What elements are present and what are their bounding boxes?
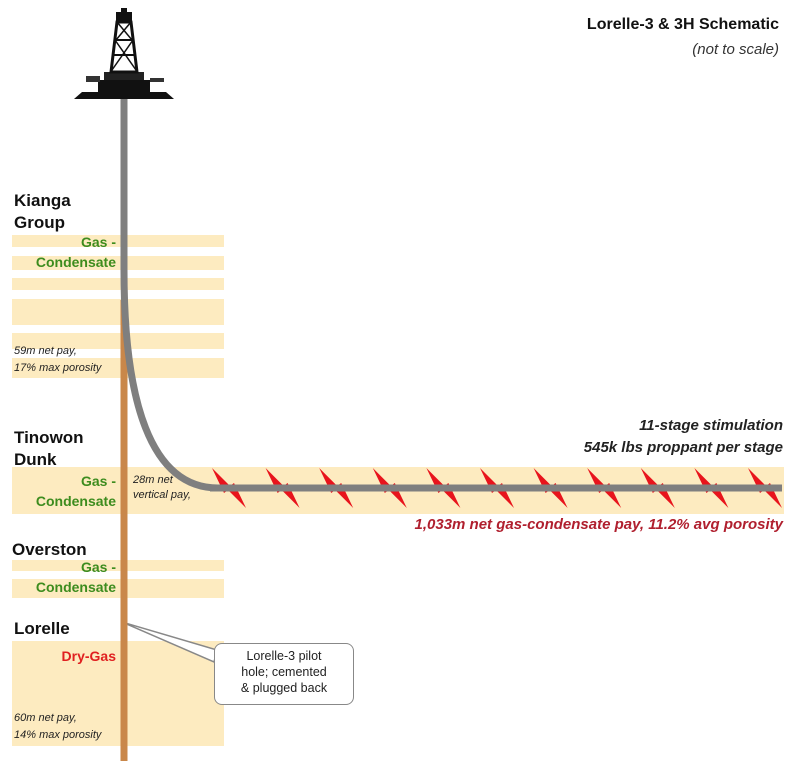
kianga-note-line1: 59m net pay,	[14, 345, 77, 357]
tinowon-fluid-line1: Gas -	[80, 473, 116, 489]
overston-fluid-line2: Condensate	[35, 579, 116, 595]
tinowon-name-line1: Tinowon	[14, 428, 84, 447]
frac-stages	[210, 468, 782, 508]
overston-pay-band-2	[12, 579, 224, 598]
kianga-group-label: Kianga Group	[14, 190, 71, 234]
drilling-rig-icon	[74, 8, 174, 99]
overston-fluid-label: Gas - Condensate	[36, 557, 116, 597]
kianga-fluid-label: Gas - Condensate	[36, 232, 116, 272]
callout-line2: hole; cemented	[241, 665, 327, 679]
lorelle-note-line2: 14% max porosity	[14, 729, 102, 741]
kianga-fluid-line2: Condensate	[35, 254, 116, 270]
kianga-pay-note: 59m net pay, 17% max porosity	[14, 343, 101, 377]
tinowon-pay-note: 28m net vertical pay,	[133, 473, 191, 503]
tinowon-fluid-line2: Condensate	[35, 493, 116, 509]
overston-group-label: Overston	[12, 540, 87, 559]
kianga-pay-band-2	[12, 256, 224, 270]
overston-fluid-line1: Gas -	[80, 559, 116, 575]
stimulation-label: 11-stage stimulation 545k lbs proppant p…	[584, 415, 783, 459]
lorelle-note-line1: 60m net pay,	[14, 712, 77, 724]
callout-pointer	[121, 621, 218, 664]
tinowon-name-line2: Dunk	[14, 450, 57, 469]
kianga-pay-band-4	[12, 299, 224, 325]
callout-line1: Lorelle-3 pilot	[246, 649, 322, 663]
kianga-name-line2: Group	[14, 213, 65, 232]
stimulation-line1: 11-stage stimulation	[639, 417, 783, 434]
tinowon-group-label: Tinowon Dunk	[14, 427, 84, 471]
schematic-title: Lorelle-3 & 3H Schematic	[586, 16, 779, 33]
callout-line3: & plugged back	[240, 681, 328, 695]
kianga-pay-band-6	[12, 358, 224, 378]
pilot-hole-callout: Lorelle-3 pilot hole; cemented & plugged…	[214, 643, 354, 705]
scale-note: (not to scale)	[692, 41, 779, 58]
tinowon-note-line1: 28m net	[133, 474, 173, 486]
lorelle-pay-note: 60m net pay, 14% max porosity	[14, 710, 101, 744]
kianga-note-line2: 17% max porosity	[14, 362, 102, 374]
lateral-pay-label: 1,033m net gas-condensate pay, 11.2% avg…	[414, 516, 783, 533]
kianga-pay-band-1	[12, 235, 224, 247]
tinowon-note-line2: vertical pay,	[133, 489, 191, 501]
lorelle-group-label: Lorelle	[14, 619, 70, 638]
kianga-fluid-line1: Gas -	[80, 234, 116, 250]
stimulation-line2: 545k lbs proppant per stage	[583, 439, 783, 456]
lorelle-pay-band	[12, 641, 224, 746]
wellbore	[120, 92, 782, 492]
tinowon-fluid-label: Gas - Condensate	[36, 471, 116, 511]
overston-pay-band-1	[12, 560, 224, 571]
kianga-pay-band-3	[12, 278, 224, 290]
kianga-pay-band-5	[12, 333, 224, 349]
lorelle-fluid-label: Dry-Gas	[61, 648, 116, 664]
kianga-name-line1: Kianga	[14, 191, 71, 210]
